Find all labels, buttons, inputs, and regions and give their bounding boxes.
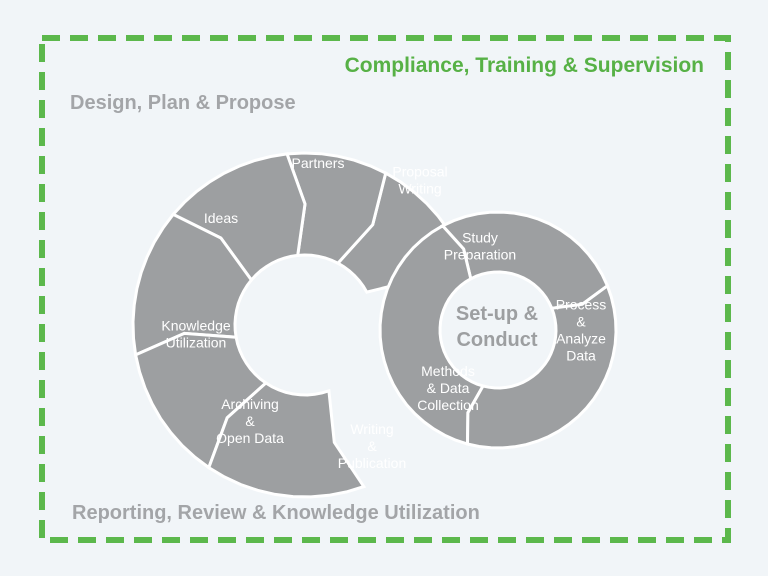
process-analyze-segment [465, 283, 618, 450]
archiving-label-line: & [245, 413, 255, 429]
process-analyze-label-line: & [576, 314, 586, 330]
setup-conduct-line: Set-up & [456, 303, 538, 325]
methods-data-collection-label-line: Methods [421, 363, 475, 379]
methods-data-collection-label-line: & Data [427, 380, 470, 396]
process-analyze-label-line: Analyze [556, 331, 606, 347]
writing-publication-label-line: & [367, 438, 377, 454]
outer-cycle [131, 151, 459, 499]
knowledge-utilization-label-line: Utilization [166, 335, 227, 351]
study-preparation-label-line: Preparation [444, 247, 516, 263]
design-heading: Design, Plan & Propose [70, 92, 296, 114]
archiving-label-line: Archiving [221, 396, 279, 412]
writing-publication-segment [206, 381, 367, 499]
proposal-writing-label-line: Proposal [392, 164, 447, 180]
proposal-writing-label-line: Writing [398, 181, 441, 197]
inner-cycle [378, 210, 618, 450]
archiving-label-line: Open Data [216, 430, 284, 446]
study-preparation-label-line: Study [462, 230, 498, 246]
ideas-label-line: Ideas [204, 210, 238, 226]
compliance-heading: Compliance, Training & Supervision [344, 54, 704, 77]
writing-publication-label-line: Publication [338, 455, 407, 471]
archiving-label: Archiving&Open Data [216, 396, 284, 446]
setup-conduct-label: Set-up & Conduct [456, 303, 538, 351]
process-analyze-label-line: Data [566, 348, 596, 364]
ideas-label: Ideas [204, 210, 238, 226]
partners-label-line: Partners [292, 155, 345, 171]
writing-publication-label-line: Writing [350, 421, 393, 437]
partners-label: Partners [292, 155, 345, 171]
knowledge-utilization-label-line: Knowledge [161, 318, 230, 334]
writing-publication-label: Writing&Publication [338, 421, 407, 471]
reporting-heading: Reporting, Review & Knowledge Utilizatio… [72, 502, 480, 524]
setup-conduct-line: Conduct [456, 329, 537, 351]
compliance-border [39, 35, 731, 543]
process-analyze-label-line: Process [556, 297, 607, 313]
methods-data-collection-label-line: Collection [417, 397, 478, 413]
